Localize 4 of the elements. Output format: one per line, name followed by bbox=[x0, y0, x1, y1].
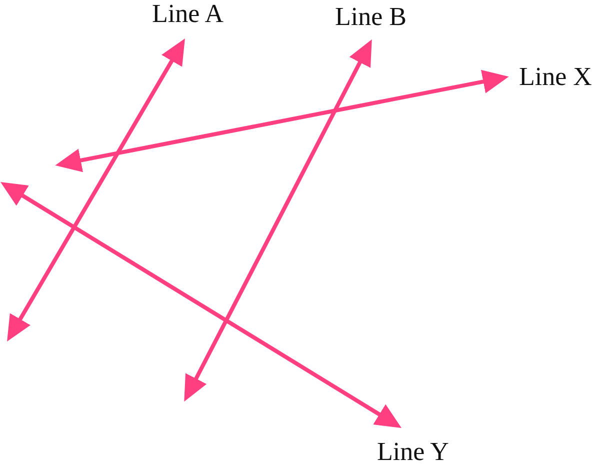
line-label: Line B bbox=[335, 5, 406, 29]
line-label: Line A bbox=[152, 2, 224, 26]
line-label: Line Y bbox=[377, 440, 449, 464]
line-label: Line X bbox=[519, 65, 592, 89]
